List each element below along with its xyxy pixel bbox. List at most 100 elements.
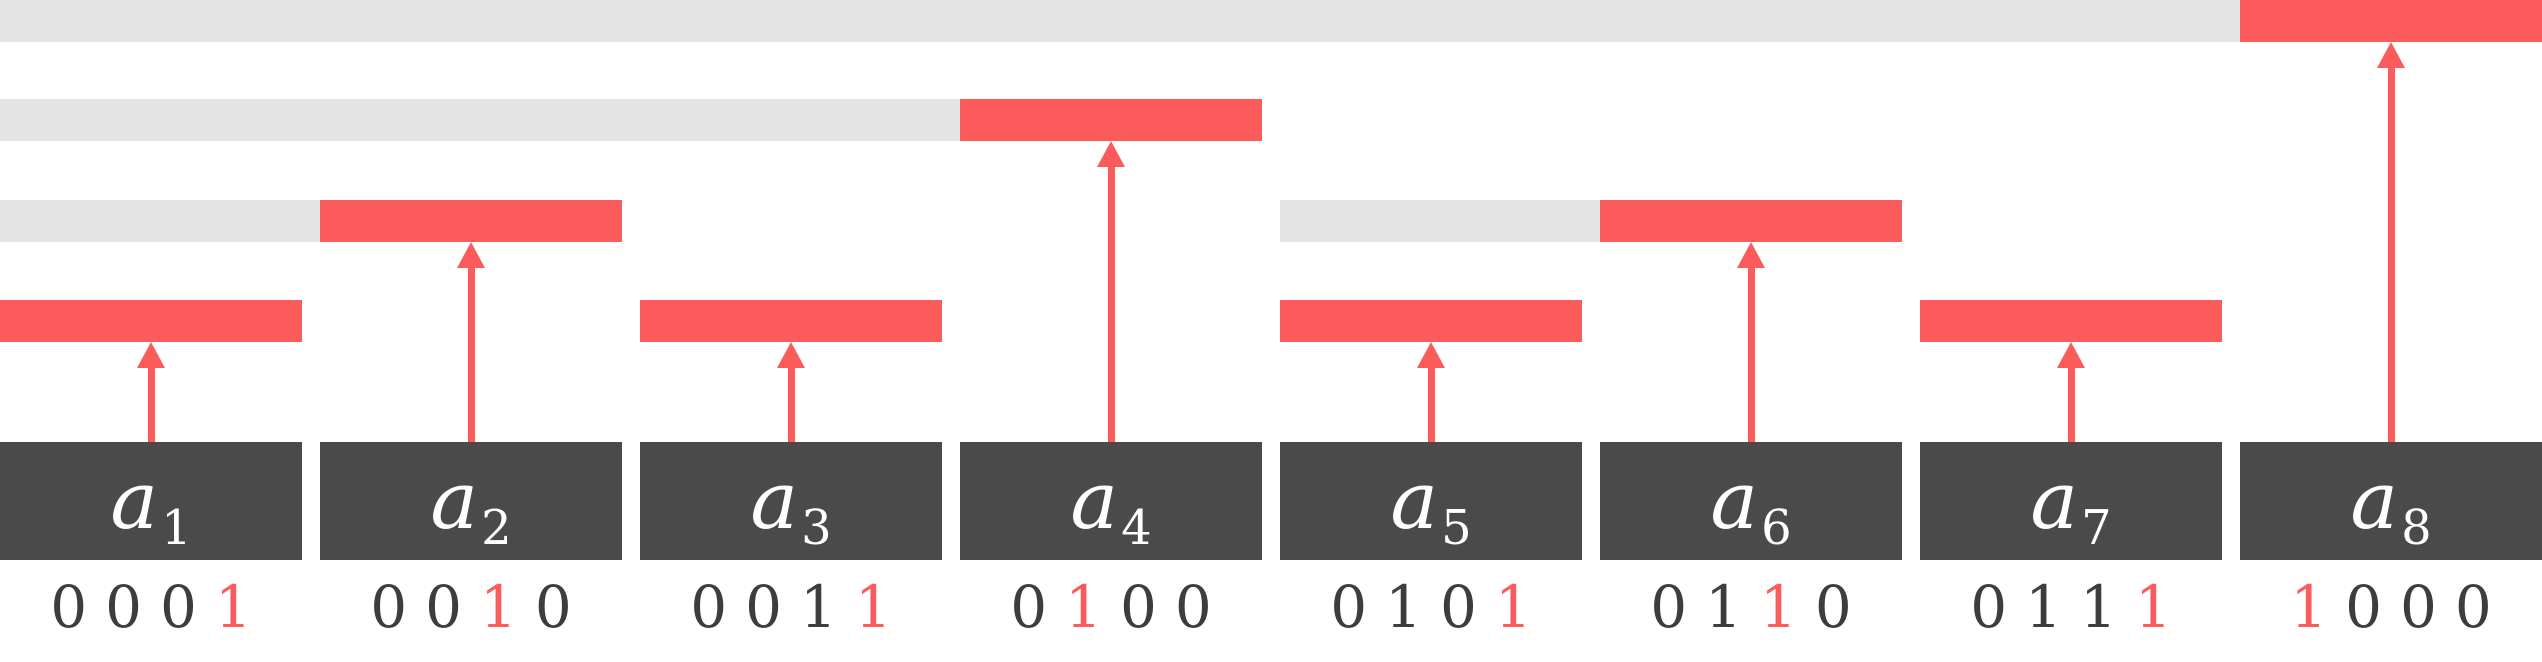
binary-digit: 1 xyxy=(1760,573,1797,641)
arrow-stem xyxy=(1107,161,1115,442)
binary-digit: 0 xyxy=(370,573,408,641)
arrow-stem xyxy=(467,262,475,442)
cell-label-base: a xyxy=(430,454,479,547)
range-bar-red xyxy=(960,99,1262,141)
cell-label-subscript: 3 xyxy=(801,500,832,556)
range-bar-red xyxy=(640,300,942,342)
cell-label-subscript: 7 xyxy=(2081,500,2112,556)
binary-digit: 1 xyxy=(800,573,837,641)
binary-digit: 1 xyxy=(1065,573,1102,641)
arrow-a2 xyxy=(457,242,485,442)
range-bar-red xyxy=(2240,0,2542,42)
range-bar-gray xyxy=(0,200,320,242)
cell-label-subscript: 2 xyxy=(481,500,512,556)
binary-digit: 0 xyxy=(1970,573,2008,641)
range-bar-red xyxy=(1280,300,1582,342)
arrow-stem xyxy=(147,362,155,442)
binary-digit: 0 xyxy=(1650,573,1688,641)
binary-digit: 0 xyxy=(2345,573,2382,641)
binary-digit: 0 xyxy=(1814,573,1852,641)
cell-label-base: a xyxy=(110,454,159,547)
arrow-stem xyxy=(2387,62,2395,442)
binary-digit: 0 xyxy=(690,573,728,641)
binary-digit: 0 xyxy=(425,573,462,641)
arrow-a3 xyxy=(777,342,805,442)
binary-digit: 1 xyxy=(1385,573,1422,641)
cell-label-subscript: 6 xyxy=(1761,500,1792,556)
binary-digit: 1 xyxy=(2080,573,2117,641)
cell-label-subscript: 1 xyxy=(161,500,192,556)
range-bar-gray xyxy=(1280,200,1600,242)
binary-digit: 1 xyxy=(2290,573,2328,641)
range-bar-gray xyxy=(0,0,2240,42)
arrow-stem xyxy=(2067,362,2075,442)
arrow-a6 xyxy=(1737,242,1765,442)
arrow-a1 xyxy=(137,342,165,442)
cell-label-base: a xyxy=(2030,454,2079,547)
cell-label-base: a xyxy=(1710,454,1759,547)
binary-digit: 0 xyxy=(2400,573,2437,641)
binary-digit: 1 xyxy=(214,573,252,641)
arrow-a5 xyxy=(1417,342,1445,442)
binary-digit: 1 xyxy=(854,573,892,641)
cell-label-subscript: 5 xyxy=(1441,500,1472,556)
range-bar-red xyxy=(320,200,622,242)
binary-digit: 0 xyxy=(50,573,88,641)
binary-digit: 1 xyxy=(1705,573,1742,641)
range-bar-red xyxy=(1920,300,2222,342)
binary-digit: 0 xyxy=(160,573,197,641)
binary-digit: 0 xyxy=(1174,573,1212,641)
arrow-a7 xyxy=(2057,342,2085,442)
binary-digit: 0 xyxy=(1120,573,1157,641)
binary-digit: 0 xyxy=(534,573,572,641)
cell-label-base: a xyxy=(1070,454,1119,547)
cell-label-subscript: 8 xyxy=(2401,500,2432,556)
binary-digit: 0 xyxy=(1330,573,1368,641)
range-bar-red xyxy=(1600,200,1902,242)
range-bar-red xyxy=(0,300,302,342)
arrow-stem xyxy=(1427,362,1435,442)
arrow-stem xyxy=(1747,262,1755,442)
range-bar-gray xyxy=(0,99,960,141)
cell-label-base: a xyxy=(750,454,799,547)
cell-label-base: a xyxy=(1390,454,1439,547)
cell-label-base: a xyxy=(2350,454,2399,547)
binary-digit: 0 xyxy=(1010,573,1048,641)
binary-digit: 0 xyxy=(1440,573,1477,641)
cell-label-subscript: 4 xyxy=(1121,500,1152,556)
binary-digit: 1 xyxy=(2134,573,2172,641)
binary-digit: 0 xyxy=(745,573,782,641)
binary-digit: 0 xyxy=(105,573,142,641)
binary-digit: 1 xyxy=(1494,573,1532,641)
arrow-stem xyxy=(787,362,795,442)
binary-digit: 1 xyxy=(480,573,517,641)
arrow-a4 xyxy=(1097,141,1125,442)
binary-digit: 0 xyxy=(2454,573,2492,641)
arrow-a8 xyxy=(2377,42,2405,442)
